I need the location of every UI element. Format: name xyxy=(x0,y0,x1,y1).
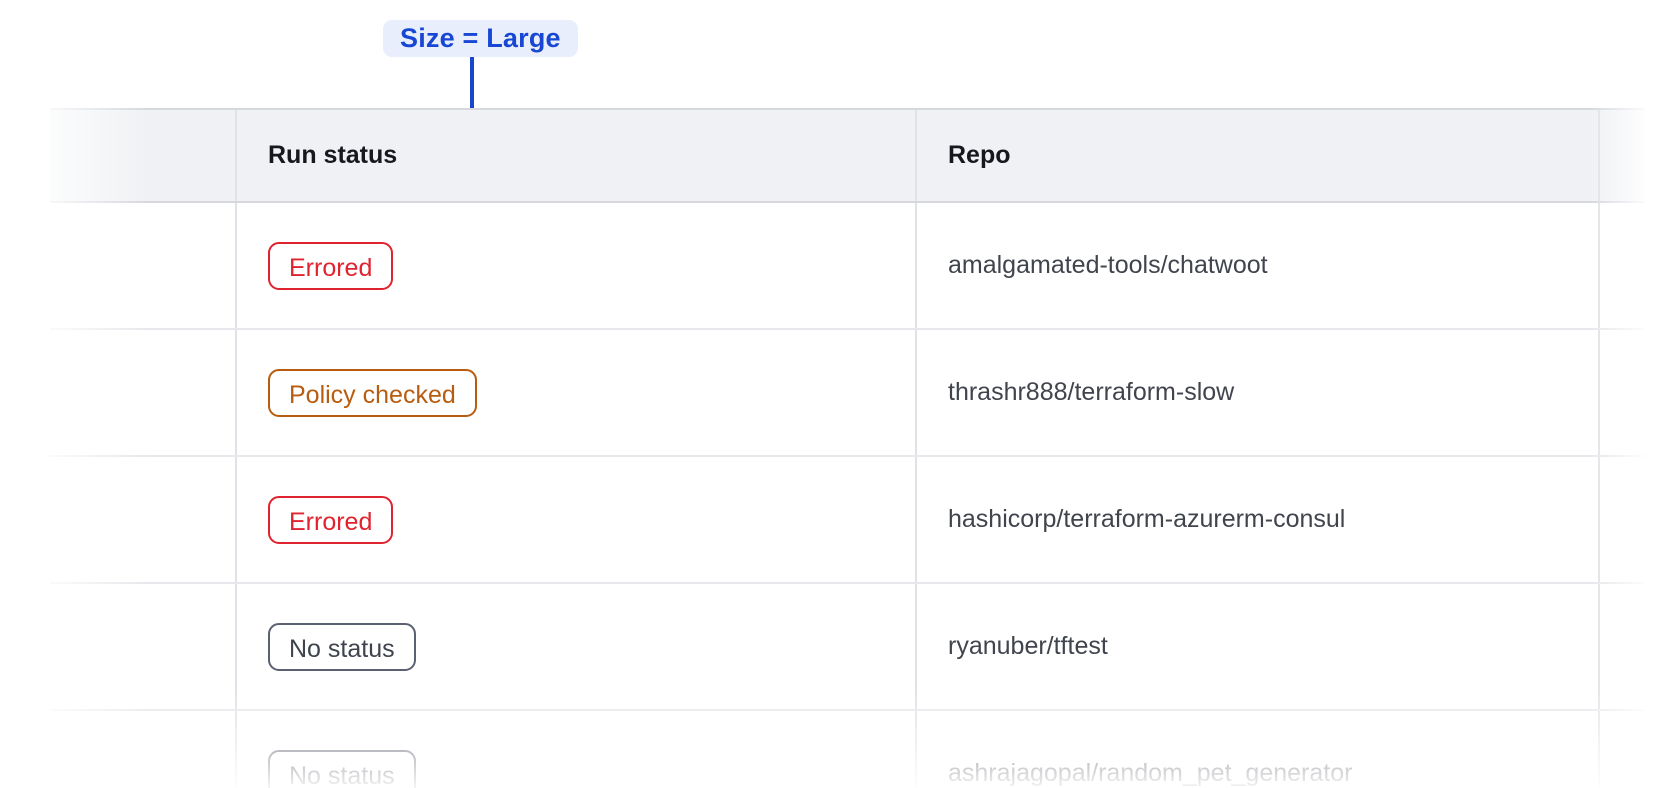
repo-cell: hashicorp/terraform-azurerm-consul xyxy=(915,457,1598,582)
header-cell-cropped xyxy=(1598,110,1645,201)
repo-cell: amalgamated-tools/chatwoot xyxy=(915,203,1598,328)
annotation-size-large-label: Size = Large xyxy=(383,20,578,57)
header-cell-repo: Repo xyxy=(915,110,1598,201)
status-badge: Policy checked xyxy=(268,368,477,417)
table-row[interactable]: Policy checked thrashr888/terraform-slow xyxy=(50,330,1645,457)
repo-name: thrashr888/terraform-slow xyxy=(948,378,1235,406)
status-badge: Errored xyxy=(268,495,394,544)
run-status-cell: Policy checked xyxy=(235,330,915,455)
run-status-cell: Errored xyxy=(235,203,915,328)
status-badge: No status xyxy=(268,622,416,671)
repo-cell: ryanuber/tftest xyxy=(915,584,1598,709)
status-badge: Errored xyxy=(268,241,394,290)
table-row[interactable]: Errored hashicorp/terraform-azurerm-cons… xyxy=(50,457,1645,584)
header-cell-run-status: Run status xyxy=(235,110,915,201)
repo-name: ryanuber/tftest xyxy=(948,632,1108,660)
table-row[interactable]: Errored amalgamated-tools/chatwoot xyxy=(50,203,1645,330)
table-header-row: Run status Repo xyxy=(50,108,1645,203)
header-cell-empty xyxy=(50,110,235,201)
table-row[interactable]: No status ryanuber/tftest xyxy=(50,584,1645,711)
repo-name: ashrajagopal/random_pet_generator xyxy=(948,759,1353,787)
run-status-cell: No status xyxy=(235,584,915,709)
workspaces-table: Run status Repo Errored amalgamated-tool… xyxy=(50,108,1645,788)
repo-cell: thrashr888/terraform-slow xyxy=(915,330,1598,455)
repo-cell: ashrajagopal/random_pet_generator xyxy=(915,711,1598,788)
repo-name: amalgamated-tools/chatwoot xyxy=(948,251,1268,279)
table-row[interactable]: No status ashrajagopal/random_pet_genera… xyxy=(50,711,1645,788)
status-badge: No status xyxy=(268,749,416,788)
repo-name: hashicorp/terraform-azurerm-consul xyxy=(948,505,1346,533)
run-status-cell: Errored xyxy=(235,457,915,582)
run-status-cell: No status xyxy=(235,711,915,788)
